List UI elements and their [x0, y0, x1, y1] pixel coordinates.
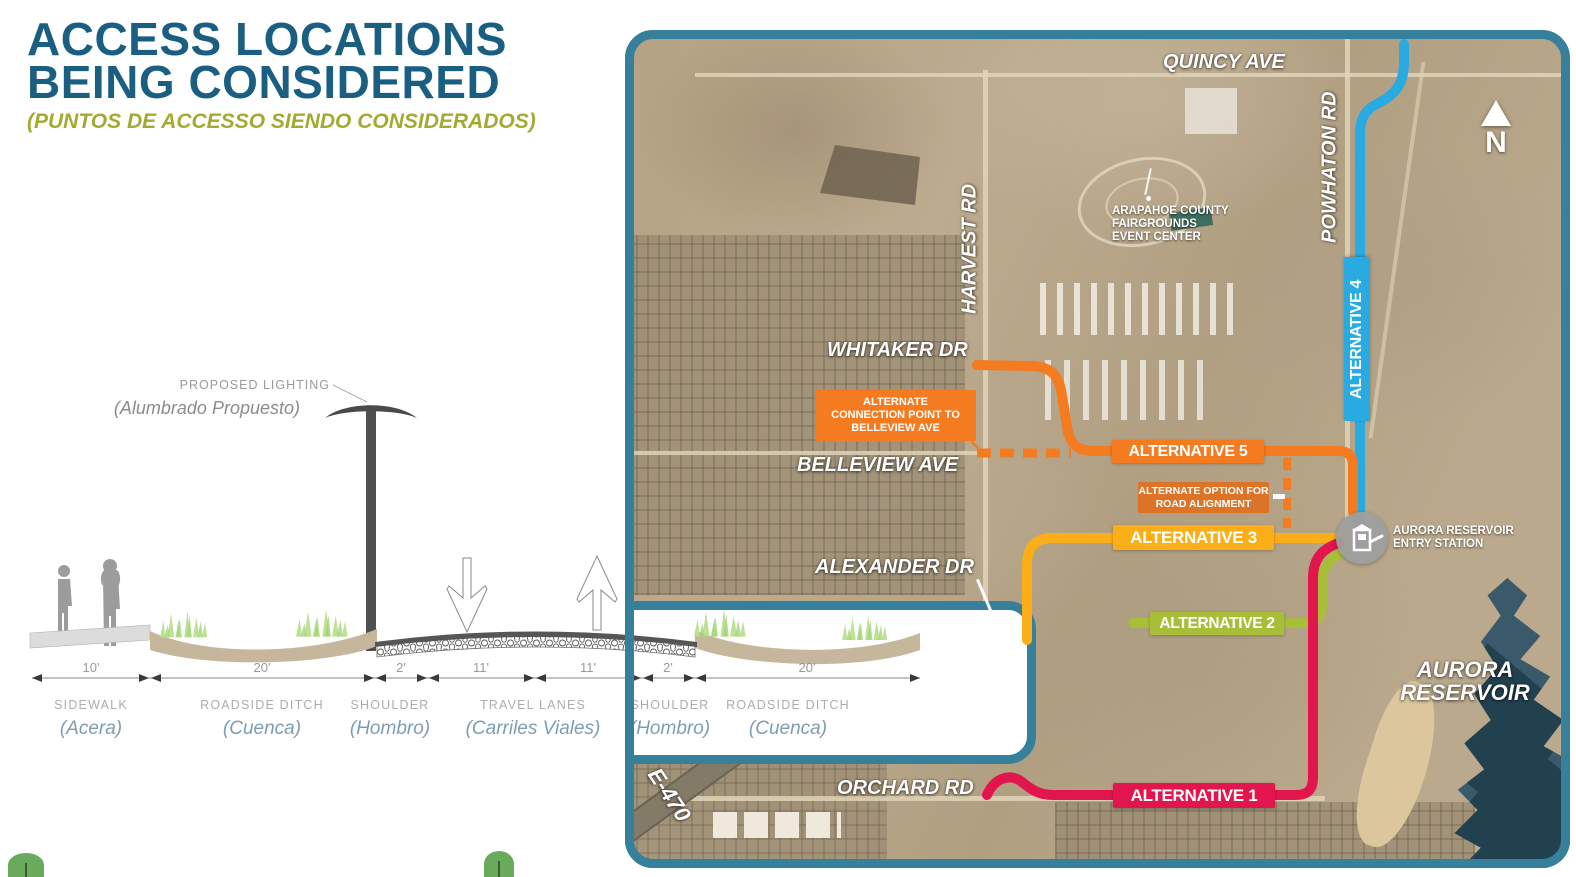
- segment-en: SHOULDER: [350, 698, 429, 712]
- road-label-alexander: ALEXANDER DR: [815, 556, 974, 578]
- grass-tuft: [296, 609, 348, 637]
- alternative-2-label: ALTERNATIVE 2: [1150, 612, 1284, 635]
- segment-en: TRAVEL LANES: [480, 698, 586, 712]
- alternate-connection-callout: ALTERNATE CONNECTION POINT TO BELLEVIEW …: [815, 390, 976, 441]
- compass-north-label: N: [1485, 126, 1507, 159]
- segment-es: (Hombro): [350, 718, 430, 739]
- harvest-rd-road: [983, 70, 988, 642]
- alternate-option-callout: ALTERNATE OPTION FOR ROAD ALIGNMENT: [1138, 482, 1269, 513]
- ditch-left: [150, 629, 377, 663]
- fairgrounds-building: [1185, 88, 1237, 134]
- light-pole: [366, 411, 376, 651]
- page-subtitle: (PUNTOS DE ACCESSO SIENDO CONSIDERADOS): [27, 110, 536, 133]
- barn-rows-north: [1040, 283, 1240, 335]
- grass-tuft: [160, 611, 208, 638]
- road-label-powhaton: POWHATON RD: [1318, 91, 1341, 244]
- lighting-leader-line: [332, 384, 368, 403]
- tree-icon: [8, 853, 44, 877]
- page-title: ACCESS LOCATIONS BEING CONSIDERED: [27, 13, 507, 108]
- segment-es: (Acera): [60, 718, 122, 739]
- road-label-quincy: QUINCY AVE: [1163, 51, 1285, 73]
- quincy-ave-road: [695, 73, 1570, 77]
- sidewalk-slab: [29, 624, 151, 649]
- cross-section-panel: [625, 601, 1036, 764]
- road-label-whitaker: WHITAKER DR: [827, 339, 968, 361]
- segment-es: (Cuenca): [223, 718, 301, 739]
- lighting-label-es: (Alumbrado Propuesto): [114, 398, 300, 418]
- alternative-5-label: ALTERNATIVE 5: [1112, 440, 1264, 463]
- reservoir-label: AURORA RESERVOIR: [1400, 657, 1530, 706]
- satellite-map: QUINCY AVE HARVEST RD POWHATON RD WHITAK…: [625, 30, 1570, 868]
- dim-lane-right: 11': [580, 660, 596, 675]
- big-box-stores: [713, 812, 841, 838]
- entry-station-label: AURORA RESERVOIR ENTRY STATION: [1393, 525, 1514, 551]
- segment-es: (Carriles Viales): [466, 718, 601, 739]
- fairgrounds-dot: [1146, 196, 1151, 201]
- alternative-3-label: ALTERNATIVE 3: [1113, 525, 1274, 550]
- lighting-label-en: PROPOSED LIGHTING: [180, 378, 330, 392]
- belleview-ave-road: [625, 451, 990, 455]
- alternative-1-label: ALTERNATIVE 1: [1113, 783, 1275, 808]
- parking-lot: [820, 145, 920, 205]
- dim-lane-left: 11': [473, 660, 489, 675]
- guard-booth-icon: [1352, 524, 1384, 552]
- tree-icon: [484, 851, 514, 877]
- road-label-harvest: HARVEST RD: [958, 184, 981, 315]
- traffic-direction-arrows: [446, 554, 618, 634]
- pedestrian-silhouettes: [58, 559, 121, 646]
- segment-en: ROADSIDE DITCH: [200, 698, 324, 712]
- alternative-4-label: ALTERNATIVE 4: [1344, 257, 1370, 421]
- road-label-belleview: BELLEVIEW AVE: [797, 454, 959, 476]
- segment-en: SIDEWALK: [54, 698, 128, 712]
- barn-rows-south: [1045, 360, 1205, 420]
- road-label-orchard: ORCHARD RD: [837, 777, 974, 799]
- compass-arrow-icon: [1481, 100, 1511, 126]
- dim-sidewalk: 10': [83, 660, 100, 675]
- alternate-option-dash: [1273, 494, 1285, 499]
- light-fixture-head: [325, 405, 417, 418]
- fairgrounds-label: ARAPAHOE COUNTY FAIRGROUNDS EVENT CENTER: [1112, 205, 1229, 244]
- entry-station-icon: [1336, 512, 1388, 564]
- dim-ditch-left: 20': [254, 660, 271, 675]
- neighborhood-area-south: [1055, 802, 1475, 868]
- dim-shoulder-left: 2': [396, 660, 406, 675]
